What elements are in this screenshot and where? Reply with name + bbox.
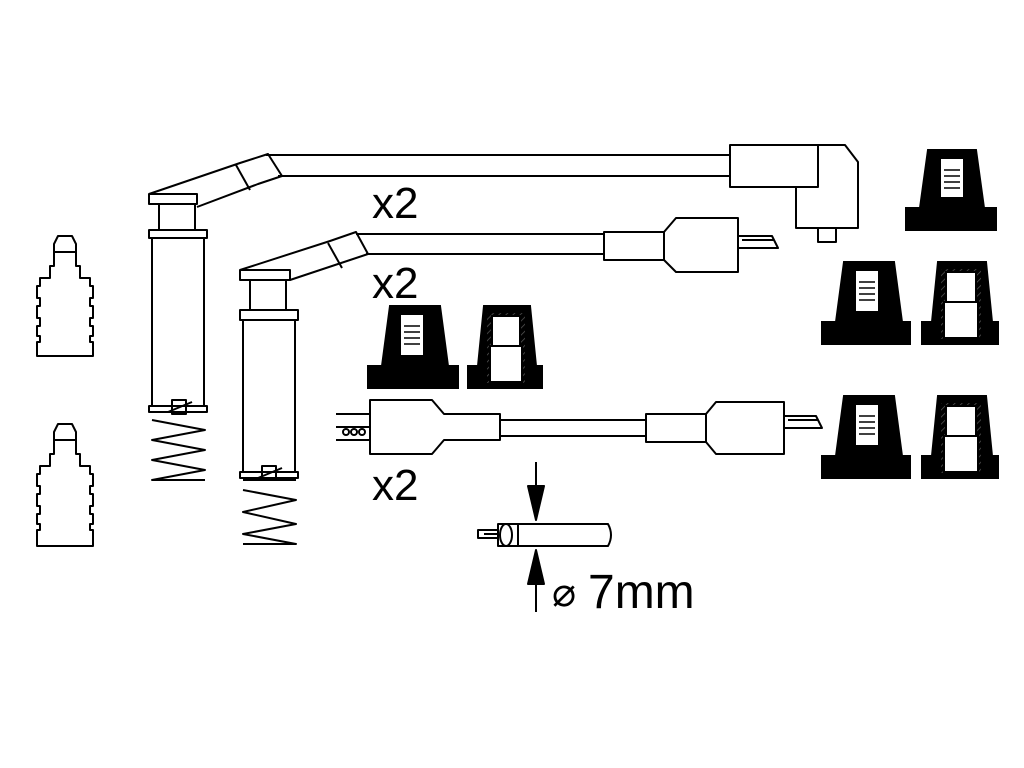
ignition-cable-long [148, 144, 859, 481]
distributor-boot-2 [821, 261, 911, 345]
cable-cross-section [477, 523, 612, 547]
sectioned-boot-3 [921, 395, 999, 479]
diameter-symbol: ⌀ [552, 571, 576, 615]
ignition-cable-short [336, 399, 823, 455]
diameter-arrow-top [527, 462, 545, 521]
distributor-boot-4 [821, 395, 911, 479]
ignition-cable-medium [239, 217, 779, 545]
diameter-value: 7mm [588, 566, 695, 619]
quantity-label-top: x2 [372, 179, 418, 228]
spark-plug-terminal-upper [36, 235, 94, 357]
sectioned-boot-2 [467, 305, 543, 389]
quantity-label-bottom: x2 [372, 461, 418, 510]
quantity-label-middle: x2 [372, 259, 418, 308]
sectioned-boot-1 [921, 261, 999, 345]
distributor-boot-3 [367, 305, 459, 389]
diameter-arrow-bottom [527, 549, 545, 612]
distributor-boot-1 [905, 149, 997, 231]
spark-plug-terminal-lower [36, 423, 94, 547]
